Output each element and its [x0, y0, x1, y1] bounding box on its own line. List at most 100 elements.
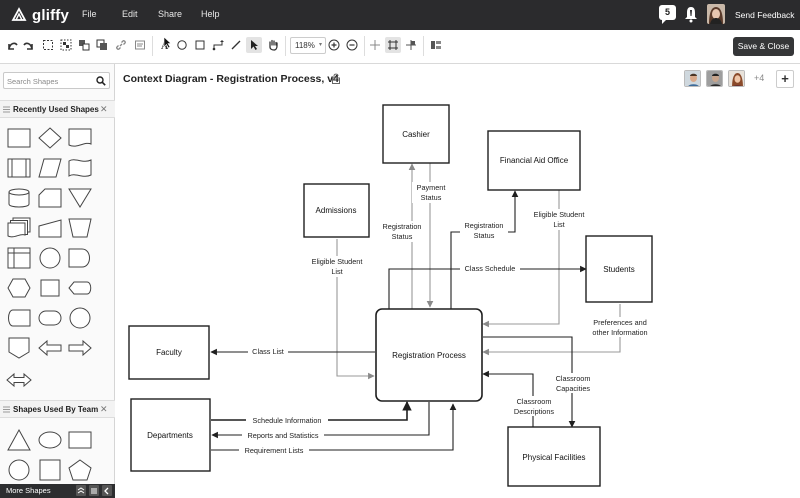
menu-edit[interactable]: Edit — [122, 9, 138, 19]
collaborator-avatar[interactable] — [684, 70, 701, 87]
menu-help[interactable]: Help — [201, 9, 220, 19]
label-requirement-lists: Requirement Lists — [245, 446, 304, 455]
document-title[interactable]: Context Diagram - Registration Process, … — [123, 73, 339, 85]
shape-off-page[interactable] — [37, 276, 63, 300]
shape-arrow-left[interactable] — [37, 336, 63, 360]
shape-connector[interactable] — [67, 306, 93, 330]
shape-decision[interactable] — [37, 126, 63, 150]
link-icon[interactable] — [114, 38, 128, 52]
close-icon[interactable]: ✕ — [100, 404, 108, 414]
menu-file[interactable]: File — [82, 9, 97, 19]
shape-punched-tape[interactable] — [67, 156, 93, 180]
gliffy-logo-icon — [11, 7, 27, 21]
shape-display[interactable] — [67, 276, 93, 300]
drag-handle-icon[interactable] — [3, 406, 10, 413]
shape-process[interactable] — [6, 126, 32, 150]
shape-manual-input[interactable] — [37, 216, 63, 240]
shapes-panel: Recently Used Shapes ✕ Shapes U — [0, 64, 115, 498]
menu-share[interactable]: Share — [158, 9, 183, 19]
context-diagram[interactable]: Cashier Financial Aid Office Admissions … — [115, 64, 800, 498]
guides-icon[interactable] — [368, 38, 382, 52]
gliffy-logo[interactable]: gliffy — [10, 5, 69, 25]
shape-database[interactable] — [6, 186, 32, 210]
connector-classroom-capacities — [483, 336, 576, 428]
node-financial-aid[interactable]: Financial Aid Office — [487, 130, 581, 191]
group-icon[interactable] — [59, 38, 73, 52]
layers-icon[interactable] — [429, 38, 443, 52]
shape-manual-operation[interactable] — [67, 216, 93, 240]
recently-used-header[interactable]: Recently Used Shapes ✕ — [0, 100, 115, 118]
redo-icon[interactable] — [22, 38, 36, 52]
unlock-icon[interactable] — [332, 73, 340, 84]
settings-icon[interactable] — [89, 485, 99, 496]
image-icon[interactable] — [133, 38, 147, 52]
shape-square[interactable] — [37, 458, 63, 482]
line-tool-icon[interactable] — [229, 38, 243, 52]
shape-delay[interactable] — [67, 246, 93, 270]
add-collaborator-button[interactable]: + — [776, 70, 794, 88]
shape-merge[interactable] — [67, 186, 93, 210]
collaborators-more[interactable]: +4 — [754, 73, 765, 83]
user-avatar[interactable] — [707, 4, 725, 24]
shapes-used-by-team-header[interactable]: Shapes Used By Team ✕ — [0, 400, 115, 418]
shape-circle-team[interactable] — [6, 458, 32, 482]
node-physical-facilities[interactable]: Physical Facilities — [507, 426, 601, 487]
grid-icon[interactable] — [385, 37, 401, 53]
node-registration-process[interactable]: Registration Process — [375, 308, 483, 402]
node-students[interactable]: Students — [585, 235, 653, 303]
zoom-out-icon[interactable] — [345, 38, 359, 52]
chevron-left-icon[interactable] — [102, 485, 112, 496]
node-admissions[interactable]: Admissions — [303, 183, 370, 238]
shape-rectangle[interactable] — [67, 428, 93, 452]
shape-arrow-right[interactable] — [67, 336, 93, 360]
shape-stored-data[interactable] — [6, 306, 32, 330]
shape-triangle[interactable] — [6, 428, 32, 452]
shape-ellipse[interactable] — [37, 428, 63, 452]
more-shapes-bar[interactable]: More Shapes — [0, 484, 115, 498]
rectangle-tool-icon[interactable] — [193, 38, 207, 52]
node-financial-aid-label: Financial Aid Office — [500, 156, 569, 165]
save-close-button[interactable]: Save & Close — [733, 37, 794, 56]
search-input[interactable] — [7, 75, 95, 87]
notification-bell-icon[interactable] — [684, 6, 698, 23]
diagram-canvas[interactable]: Context Diagram - Registration Process, … — [115, 64, 800, 498]
toolbar-separator — [152, 36, 153, 56]
pan-tool-icon[interactable] — [266, 38, 280, 52]
undo-icon[interactable] — [5, 38, 19, 52]
zoom-select[interactable]: 118% ▾ — [290, 37, 326, 54]
close-icon[interactable]: ✕ — [100, 104, 108, 114]
node-departments[interactable]: Departments — [130, 398, 211, 472]
connector-tool-icon[interactable] — [211, 38, 225, 52]
label-capacities-1: Classroom — [556, 374, 591, 383]
search-icon[interactable] — [96, 76, 106, 86]
node-departments-label: Departments — [147, 431, 193, 440]
shape-preparation[interactable] — [6, 276, 32, 300]
shape-multi-document[interactable] — [6, 216, 32, 240]
node-faculty[interactable]: Faculty — [128, 325, 210, 380]
shape-predefined-process[interactable] — [6, 156, 32, 180]
bring-front-icon[interactable] — [95, 38, 109, 52]
collaborator-avatar[interactable] — [728, 70, 745, 87]
shape-card[interactable] — [37, 186, 63, 210]
shape-document[interactable] — [67, 126, 93, 150]
pointer-tool-icon[interactable] — [246, 37, 262, 53]
comments-badge[interactable]: 5 — [659, 5, 676, 24]
shape-data[interactable] — [37, 156, 63, 180]
ellipse-tool-icon[interactable] — [175, 38, 189, 52]
send-feedback-link[interactable]: Send Feedback — [735, 10, 795, 20]
shape-circle[interactable] — [37, 246, 63, 270]
snap-icon[interactable] — [404, 38, 418, 52]
node-cashier[interactable]: Cashier — [382, 104, 450, 164]
shape-off-page-connector[interactable] — [6, 336, 32, 360]
zoom-in-icon[interactable] — [327, 38, 341, 52]
shape-arrow-double[interactable] — [6, 368, 32, 392]
shape-internal-storage[interactable] — [6, 246, 32, 270]
select-all-icon[interactable] — [41, 38, 55, 52]
drag-handle-icon[interactable] — [3, 106, 10, 113]
collaborator-avatar[interactable] — [706, 70, 723, 87]
ungroup-icon[interactable] — [77, 38, 91, 52]
shape-pentagon[interactable] — [67, 458, 93, 482]
collapse-icon[interactable] — [76, 485, 86, 496]
shape-terminator[interactable] — [37, 306, 63, 330]
label-descriptions-1: Classroom — [517, 397, 552, 406]
